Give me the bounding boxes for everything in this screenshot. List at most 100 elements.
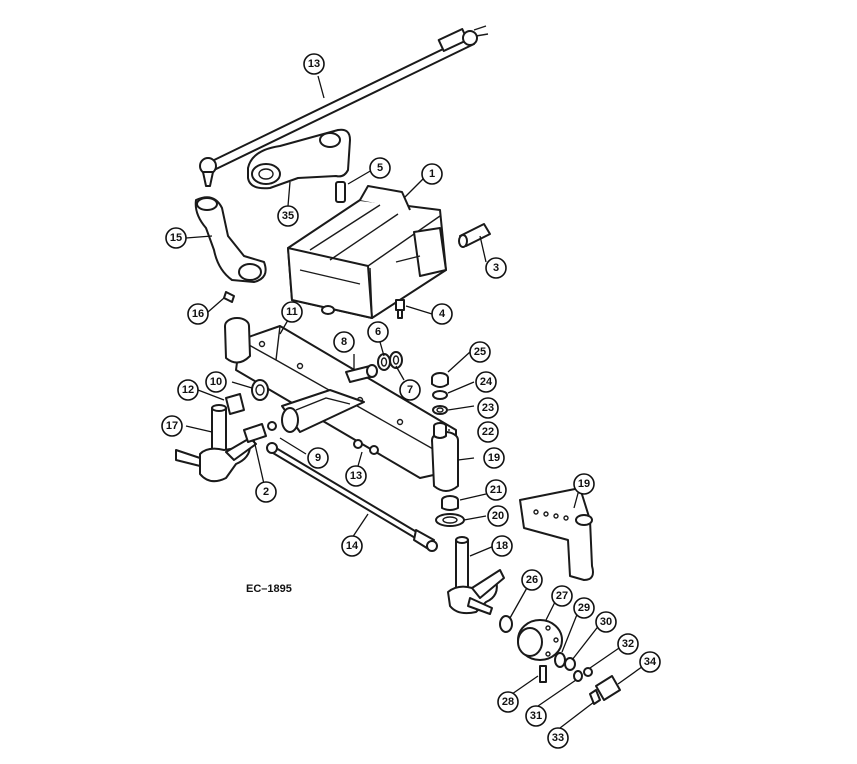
sleeve-2 bbox=[243, 421, 277, 443]
callout: 31 bbox=[525, 705, 547, 727]
drag-link bbox=[199, 25, 489, 187]
svg-text:25: 25 bbox=[474, 346, 486, 358]
steering-arm-35 bbox=[247, 128, 351, 190]
callout: 28 bbox=[497, 691, 519, 713]
svg-text:35: 35 bbox=[282, 210, 294, 222]
stack-25 bbox=[431, 372, 449, 388]
washer-23 bbox=[432, 405, 448, 415]
callout: 33 bbox=[547, 727, 569, 749]
svg-text:5: 5 bbox=[377, 162, 383, 174]
svg-text:2: 2 bbox=[263, 486, 269, 498]
stud-28 bbox=[539, 665, 547, 683]
washer-6 bbox=[377, 353, 391, 371]
callout: 23 bbox=[477, 397, 499, 419]
seal-26 bbox=[499, 615, 513, 633]
svg-text:28: 28 bbox=[502, 696, 514, 708]
pin-33 bbox=[589, 689, 601, 705]
leader-lines bbox=[185, 75, 647, 729]
svg-text:24: 24 bbox=[480, 376, 493, 388]
callouts: 13 5 1 35 15 3 4 16 11 8 6 25 10 12 7 24… bbox=[161, 53, 661, 749]
washer-30 bbox=[564, 657, 576, 671]
callout: 15 bbox=[165, 227, 187, 249]
svg-text:1: 1 bbox=[429, 168, 435, 180]
washer-7 bbox=[389, 351, 403, 369]
svg-text:15: 15 bbox=[170, 232, 182, 244]
nut-32 bbox=[583, 667, 593, 677]
svg-text:7: 7 bbox=[407, 384, 413, 396]
bushing-8 bbox=[345, 364, 378, 383]
callout: 27 bbox=[551, 585, 573, 607]
svg-text:32: 32 bbox=[622, 638, 634, 650]
callout: 29 bbox=[573, 597, 595, 619]
callout: 1 bbox=[421, 163, 443, 185]
callout: 26 bbox=[521, 569, 543, 591]
callout: 21 bbox=[485, 479, 507, 501]
svg-text:11: 11 bbox=[286, 306, 298, 318]
callout: 19 bbox=[483, 447, 505, 469]
cap-34 bbox=[595, 675, 621, 701]
svg-text:30: 30 bbox=[600, 616, 612, 628]
svg-text:12: 12 bbox=[182, 384, 194, 396]
pin-5 bbox=[335, 181, 346, 203]
radius-bracket bbox=[281, 389, 365, 433]
svg-text:17: 17 bbox=[166, 420, 178, 432]
svg-text:18: 18 bbox=[496, 540, 508, 552]
callout: 5 bbox=[369, 157, 391, 179]
svg-text:27: 27 bbox=[556, 590, 568, 602]
svg-text:14: 14 bbox=[346, 540, 359, 552]
callout: 35 bbox=[277, 205, 299, 227]
axle-support bbox=[287, 185, 447, 319]
callout: 11 bbox=[281, 301, 303, 323]
svg-text:8: 8 bbox=[341, 336, 347, 348]
callout: 30 bbox=[595, 611, 617, 633]
pin-3 bbox=[458, 223, 491, 248]
callout: 4 bbox=[431, 303, 453, 325]
callout: 13 bbox=[345, 465, 367, 487]
washer-24 bbox=[432, 390, 448, 400]
svg-text:29: 29 bbox=[578, 602, 590, 614]
callout: 24 bbox=[475, 371, 497, 393]
svg-text:26: 26 bbox=[526, 574, 538, 586]
svg-text:19: 19 bbox=[488, 452, 500, 464]
callout: 10 bbox=[205, 371, 227, 393]
svg-text:31: 31 bbox=[530, 710, 542, 722]
svg-text:16: 16 bbox=[192, 308, 204, 320]
svg-text:13: 13 bbox=[308, 58, 320, 70]
figure-ref: EC–1895 bbox=[246, 583, 292, 595]
callout: 22 bbox=[477, 421, 499, 443]
callout: 16 bbox=[187, 303, 209, 325]
callout: 20 bbox=[487, 505, 509, 527]
callout: 14 bbox=[341, 535, 363, 557]
spindle-18 bbox=[447, 536, 505, 615]
seal-10 bbox=[251, 379, 269, 401]
svg-text:33: 33 bbox=[552, 732, 564, 744]
svg-text:20: 20 bbox=[492, 510, 504, 522]
svg-text:9: 9 bbox=[315, 452, 321, 464]
svg-text:4: 4 bbox=[439, 308, 446, 320]
bushing-22 bbox=[433, 422, 447, 439]
bearing-29 bbox=[554, 652, 566, 668]
svg-text:19: 19 bbox=[578, 478, 590, 490]
hub-27 bbox=[517, 619, 563, 661]
callout: 2 bbox=[255, 481, 277, 503]
svg-text:13: 13 bbox=[350, 470, 362, 482]
key-16 bbox=[223, 291, 235, 303]
seal-20 bbox=[435, 513, 465, 527]
bolt-4 bbox=[395, 299, 405, 319]
svg-text:23: 23 bbox=[482, 402, 494, 414]
washer-31 bbox=[573, 670, 583, 682]
svg-text:34: 34 bbox=[644, 656, 657, 668]
callout: 8 bbox=[333, 331, 355, 353]
callout: 32 bbox=[617, 633, 639, 655]
callout: 17 bbox=[161, 415, 183, 437]
nut-13-lower bbox=[353, 439, 379, 455]
svg-text:21: 21 bbox=[490, 484, 502, 496]
block-12 bbox=[225, 393, 245, 415]
callout: 7 bbox=[399, 379, 421, 401]
callout: 18 bbox=[491, 535, 513, 557]
callout: 12 bbox=[177, 379, 199, 401]
callout: 9 bbox=[307, 447, 329, 469]
tie-rod bbox=[266, 442, 438, 552]
callout: 34 bbox=[639, 651, 661, 673]
